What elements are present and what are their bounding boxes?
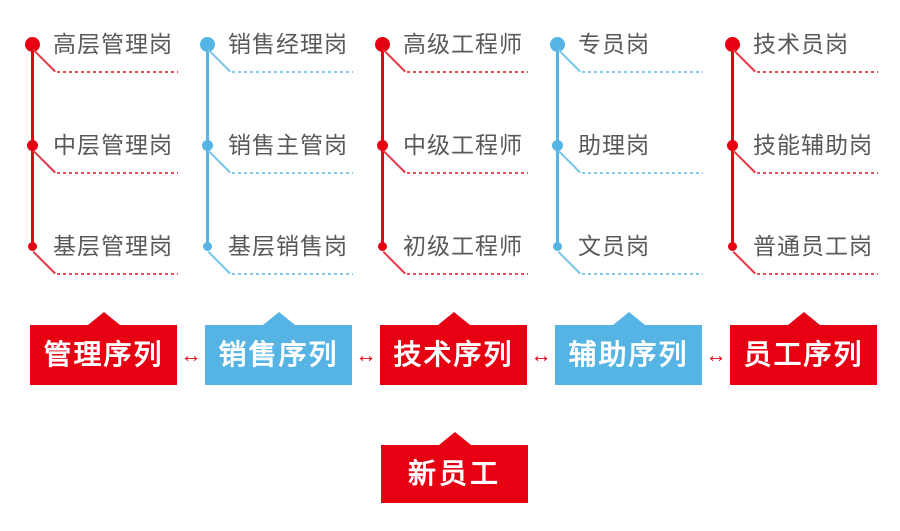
dashed-underline — [757, 273, 878, 275]
dashed-underline — [407, 172, 528, 174]
track-column-management: 高层管理岗 中层管理岗 基层管理岗 — [24, 0, 196, 312]
dashed-underline — [407, 273, 528, 275]
level-dot-top — [199, 36, 215, 52]
position-label: 高层管理岗 — [53, 31, 173, 57]
position-label: 专员岗 — [578, 31, 650, 57]
banner-pointer — [437, 312, 470, 325]
banner-technical-sequence: 技术序列 — [380, 312, 527, 385]
position-label: 中级工程师 — [403, 132, 523, 158]
banner-label: 销售序列 — [218, 339, 339, 370]
level-dot-top — [24, 36, 40, 52]
banner-pointer — [438, 432, 471, 445]
banner-new-employee: 新员工 — [381, 432, 528, 503]
banner-label: 技术序列 — [393, 339, 514, 370]
dashed-underline — [757, 71, 878, 73]
bidirectional-arrow-icon: ↔ — [705, 344, 727, 367]
level-dot-bottom — [27, 241, 37, 251]
dashed-underline — [57, 172, 178, 174]
position-label: 销售主管岗 — [228, 132, 348, 158]
dashed-underline — [232, 273, 353, 275]
position-label: 助理岗 — [578, 132, 650, 158]
track-column-support: 专员岗 助理岗 文员岗 — [549, 0, 721, 312]
dashed-underline — [582, 71, 703, 73]
position-label: 初级工程师 — [403, 233, 523, 259]
level-dot-top — [549, 36, 565, 52]
dashed-underline — [232, 71, 353, 73]
position-label: 中层管理岗 — [53, 132, 173, 158]
banner-management-sequence: 管理序列 — [30, 312, 177, 385]
level-dot-top — [724, 36, 740, 52]
level-dot-middle — [726, 139, 738, 151]
level-dot-middle — [26, 139, 38, 151]
level-dot-bottom — [202, 241, 212, 251]
bidirectional-arrow-icon: ↔ — [530, 344, 552, 367]
track-column-technical: 高级工程师 中级工程师 初级工程师 — [374, 0, 546, 312]
bidirectional-arrow-icon: ↔ — [180, 344, 202, 367]
banner-pointer — [612, 312, 645, 325]
level-dot-top — [374, 36, 390, 52]
dashed-underline — [582, 273, 703, 275]
track-column-sales: 销售经理岗 销售主管岗 基层销售岗 — [199, 0, 371, 312]
banner-label: 新员工 — [407, 458, 501, 489]
level-dot-bottom — [377, 241, 387, 251]
level-dot-bottom — [727, 241, 737, 251]
position-label: 文员岗 — [578, 233, 650, 259]
position-label: 技能辅助岗 — [753, 132, 873, 158]
dashed-underline — [57, 273, 178, 275]
level-dot-middle — [201, 139, 213, 151]
level-dot-middle — [376, 139, 388, 151]
dashed-underline — [582, 172, 703, 174]
position-label: 销售经理岗 — [228, 31, 348, 57]
level-dot-middle — [551, 139, 563, 151]
banner-label: 辅助序列 — [568, 339, 689, 370]
banner-sales-sequence: 销售序列 — [205, 312, 352, 385]
position-label: 普通员工岗 — [753, 233, 873, 259]
banner-pointer — [787, 312, 820, 325]
dashed-underline — [407, 71, 528, 73]
position-label: 基层管理岗 — [53, 233, 173, 259]
banner-label: 管理序列 — [43, 339, 164, 370]
level-dot-bottom — [552, 241, 562, 251]
banner-support-sequence: 辅助序列 — [555, 312, 702, 385]
banner-pointer — [262, 312, 295, 325]
track-column-staff: 技术员岗 技能辅助岗 普通员工岗 — [724, 0, 896, 312]
position-label: 高级工程师 — [403, 31, 523, 57]
dashed-underline — [57, 71, 178, 73]
bidirectional-arrow-icon: ↔ — [355, 344, 377, 367]
position-label: 基层销售岗 — [228, 233, 348, 259]
banner-staff-sequence: 员工序列 — [730, 312, 877, 385]
dashed-underline — [757, 172, 878, 174]
dashed-underline — [232, 172, 353, 174]
banner-pointer — [87, 312, 120, 325]
banner-label: 员工序列 — [743, 339, 864, 370]
position-label: 技术员岗 — [753, 31, 849, 57]
